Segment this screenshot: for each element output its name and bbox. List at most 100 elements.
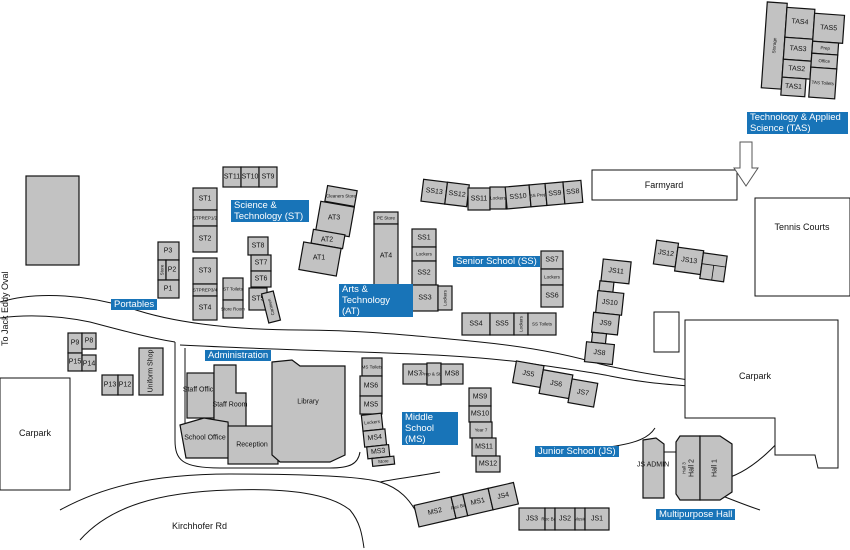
farmyard-area xyxy=(591,169,738,201)
ss-lockers-b-label: Lockers xyxy=(443,289,448,306)
portables-zone-label: Portables xyxy=(111,299,158,310)
ss8-building[interactable] xyxy=(562,179,584,205)
school-office-label: School Office xyxy=(184,435,226,442)
uniform-shop-label: Uniform Shop xyxy=(148,349,155,392)
st9-building[interactable] xyxy=(258,166,278,188)
st6-building[interactable] xyxy=(250,270,272,288)
js-admin-label: JS ADMIN xyxy=(637,462,669,469)
ss2-label: SS2 xyxy=(417,270,430,277)
ss1-label: SS1 xyxy=(417,235,430,242)
p14-label: P14 xyxy=(83,361,96,368)
ss11-label: SS11 xyxy=(471,196,488,203)
ss3-building[interactable] xyxy=(411,284,439,312)
prep-label: Prep xyxy=(820,45,830,51)
js-admin-building[interactable] xyxy=(642,437,665,499)
st9-label: ST9 xyxy=(262,174,275,181)
ss-lockers-c-label: Lockers xyxy=(544,275,561,280)
ms-zone-label: Middle School (MS) xyxy=(402,412,458,445)
st2-building[interactable] xyxy=(192,225,218,253)
js7-label: JS7 xyxy=(576,388,589,397)
store-room[interactable] xyxy=(222,299,244,319)
p1-building[interactable] xyxy=(157,279,180,299)
uniform-shop-building[interactable] xyxy=(138,347,164,396)
hall1-label: Hall 1 xyxy=(712,459,719,477)
ms2-label: MS2 xyxy=(427,507,443,517)
js13-label: JS13 xyxy=(681,256,698,265)
js2-label: JS2 xyxy=(559,516,571,523)
st11-label: ST11 xyxy=(224,174,240,181)
carpark-right-label: Carpark xyxy=(739,371,772,381)
ms11-label: MS11 xyxy=(475,444,493,451)
at4-building[interactable] xyxy=(373,223,399,287)
ms9-label: MS9 xyxy=(473,394,488,401)
js8-building[interactable] xyxy=(583,341,616,366)
ms-bottom-row: MS2 Rec Bag MS1 JS4 xyxy=(413,481,520,528)
p12-building[interactable] xyxy=(117,374,134,396)
ms-prep-store-label: Prep & Store xyxy=(421,372,447,377)
js8-label: JS8 xyxy=(593,349,606,357)
tas4-label: TAS4 xyxy=(791,18,809,26)
st4-building[interactable] xyxy=(192,295,218,321)
staff-room-building[interactable] xyxy=(213,364,247,429)
admin-block: Staff Office Staff Room School Office Re… xyxy=(179,359,346,465)
ss9-label: SS9 xyxy=(548,190,562,198)
tas-toilets[interactable] xyxy=(808,66,838,100)
js1-building[interactable] xyxy=(584,507,610,531)
open-areas: Farmyard Tennis Courts Carpark Carpark xyxy=(0,169,850,491)
ms-store[interactable] xyxy=(371,455,396,468)
js4-building[interactable] xyxy=(487,481,520,511)
canteen-building[interactable] xyxy=(260,290,282,324)
st-prep12-label: STPREP1/2 xyxy=(193,216,218,221)
at1-building[interactable] xyxy=(298,241,342,277)
ss-lockers-b[interactable] xyxy=(437,285,453,311)
store-room-label: Store Room xyxy=(221,307,245,312)
ms-rec-bag-label: Rec Bag xyxy=(450,502,468,511)
library-building[interactable] xyxy=(271,359,346,463)
ss-toilets[interactable] xyxy=(527,312,557,336)
cleaners-store[interactable] xyxy=(324,184,358,208)
st5-label: ST5 xyxy=(252,296,265,303)
p8-building[interactable] xyxy=(81,332,97,350)
library-label: Library xyxy=(297,399,319,406)
ss-toilets-label: SS Toilets xyxy=(532,322,553,327)
carpark-left-label: Carpark xyxy=(19,428,52,438)
loop-road-west xyxy=(174,342,361,469)
p1-label: P1 xyxy=(164,286,173,293)
ms-store-label: Store xyxy=(378,458,390,464)
arrow-down-icon xyxy=(733,141,759,187)
storage-label: Storage xyxy=(771,37,777,54)
p12-label: P12 xyxy=(119,382,132,389)
ms1-label: MS1 xyxy=(470,497,486,507)
ss6-building[interactable] xyxy=(540,284,564,308)
portable-store-label: Store xyxy=(160,264,165,275)
st8-label: ST8 xyxy=(252,243,265,250)
ss2-building[interactable] xyxy=(411,260,437,286)
hall1-building[interactable] xyxy=(699,435,733,501)
js7-building[interactable] xyxy=(567,378,599,408)
south-road-inner xyxy=(79,489,365,549)
uca-building[interactable] xyxy=(25,175,80,266)
tas-office-label: Office xyxy=(818,58,830,64)
tas2-label: TAS2 xyxy=(788,65,806,73)
ms7-label: MS7 xyxy=(408,371,423,378)
ss-lockers-a-label: Lockers xyxy=(416,252,433,257)
carpark-left-area xyxy=(0,377,71,491)
ms8-building[interactable] xyxy=(440,363,464,385)
hall3-label: Hall 3 xyxy=(682,462,687,474)
at-zone-label: Arts & Technology (AT) xyxy=(339,284,413,317)
tas1-building[interactable] xyxy=(780,76,807,98)
hall-block: JS ADMIN Hall 3 Hall 2 Hall 1 xyxy=(637,435,733,501)
js1-label: JS1 xyxy=(591,516,603,523)
at3-label: AT3 xyxy=(328,215,340,222)
ms-toilets-label: MS Toilets xyxy=(362,365,383,370)
js-block: JS5 JS6 JS7 JS11 JS10 JS9 JS8 JS12 JS13 xyxy=(511,239,728,531)
staff-office-building[interactable] xyxy=(186,372,215,419)
st-prep34-label: STPREP3/4 xyxy=(193,288,218,293)
p14-building[interactable] xyxy=(81,354,97,372)
js6-label: JS6 xyxy=(549,380,562,389)
jack-eddy-road-label: To Jack Eddy Oval xyxy=(0,271,10,346)
ms12-building[interactable] xyxy=(475,455,501,473)
p15-label: P15 xyxy=(69,359,82,366)
st3-label: ST3 xyxy=(199,268,212,275)
js11-building[interactable] xyxy=(600,258,632,285)
